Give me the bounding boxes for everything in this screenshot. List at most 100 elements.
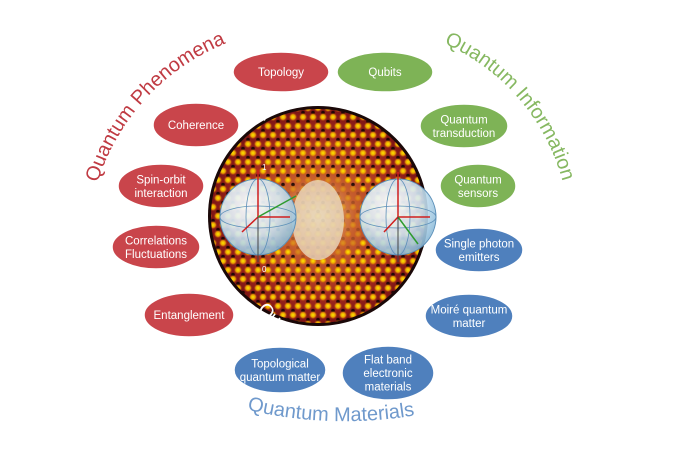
bloch-left-zero: 0 bbox=[262, 265, 267, 274]
lattice-dot bbox=[323, 109, 333, 113]
lattice-dot bbox=[243, 283, 253, 293]
lattice-dot bbox=[308, 310, 318, 320]
lattice-dot bbox=[338, 184, 348, 194]
lattice-dot bbox=[368, 166, 378, 176]
lattice-dot bbox=[211, 202, 218, 212]
lattice-dot bbox=[383, 283, 393, 293]
oval-shape bbox=[419, 103, 509, 149]
lattice-dot bbox=[293, 283, 303, 293]
oval-label: emitters bbox=[459, 252, 500, 264]
lattice-dot bbox=[363, 139, 373, 149]
lattice-dot bbox=[358, 238, 368, 248]
lattice-dot bbox=[398, 256, 408, 266]
lattice-dot bbox=[353, 175, 363, 185]
lattice-dot bbox=[343, 193, 353, 203]
lattice-dot bbox=[363, 157, 373, 167]
oval-entanglement: Entanglement bbox=[143, 292, 235, 338]
lattice-dot bbox=[253, 265, 263, 275]
lattice-dot bbox=[358, 148, 368, 158]
lattice-dot bbox=[348, 220, 358, 230]
lattice-dot bbox=[293, 139, 303, 149]
lattice-dot bbox=[383, 157, 393, 167]
lattice-dot bbox=[388, 166, 398, 176]
oval-shape bbox=[424, 293, 514, 339]
lattice-dot bbox=[363, 175, 373, 185]
lattice-dot bbox=[348, 166, 358, 176]
lattice-dot bbox=[343, 247, 353, 257]
lattice-dot bbox=[263, 283, 273, 293]
lattice-dot bbox=[308, 112, 318, 122]
lattice-dot bbox=[268, 166, 278, 176]
lattice-dot bbox=[368, 148, 378, 158]
lattice-dot bbox=[233, 157, 243, 167]
lattice-dot bbox=[358, 166, 368, 176]
lattice-dot bbox=[248, 256, 258, 266]
lattice-dot bbox=[363, 121, 373, 131]
lattice-dot bbox=[283, 157, 293, 167]
lattice-dot bbox=[348, 274, 358, 284]
bloch-left-one: 1 bbox=[262, 163, 267, 172]
lattice-dot bbox=[268, 256, 278, 266]
lattice-dot bbox=[223, 175, 233, 185]
lattice-dot bbox=[348, 202, 358, 212]
lattice-dot bbox=[318, 310, 328, 320]
lattice-dot bbox=[303, 139, 313, 149]
lattice-dot bbox=[313, 283, 323, 293]
lattice-dot bbox=[368, 256, 378, 266]
lattice-dot bbox=[328, 292, 338, 302]
lattice-dot bbox=[248, 148, 258, 158]
lattice-dot bbox=[348, 238, 358, 248]
lattice-dot bbox=[328, 256, 338, 266]
lattice-dot bbox=[313, 265, 323, 275]
oval-label: Entanglement bbox=[154, 310, 226, 322]
lattice-dot bbox=[333, 139, 343, 149]
lattice-dot bbox=[283, 121, 293, 131]
oval-shape bbox=[233, 346, 327, 394]
lattice-dot bbox=[373, 283, 383, 293]
oval-shape bbox=[143, 292, 235, 338]
lattice-dot bbox=[333, 301, 343, 311]
lattice-dark-dot bbox=[406, 281, 410, 286]
oval-label: matter bbox=[453, 318, 486, 330]
lattice-dot bbox=[288, 274, 298, 284]
lattice-dot bbox=[388, 148, 398, 158]
lattice-dot bbox=[298, 256, 308, 266]
lattice-dot bbox=[368, 292, 378, 302]
lattice-dot bbox=[273, 139, 283, 149]
lattice-dot bbox=[348, 256, 358, 266]
oval-shape bbox=[232, 51, 330, 93]
lattice-dot bbox=[288, 256, 298, 266]
lattice-dot bbox=[303, 157, 313, 167]
lattice-dot bbox=[258, 148, 268, 158]
lattice-dot bbox=[298, 130, 308, 140]
oval-shape bbox=[336, 51, 434, 93]
lattice-dot bbox=[228, 256, 238, 266]
lattice-dot bbox=[353, 157, 363, 167]
oval-topology: Topology bbox=[232, 51, 330, 93]
lattice-dot bbox=[318, 166, 328, 176]
lattice-dot bbox=[263, 139, 273, 149]
lattice-dark-dot bbox=[421, 254, 425, 259]
oval-label: electronic bbox=[363, 368, 412, 380]
lattice-dot bbox=[333, 265, 343, 275]
lattice-dot bbox=[243, 157, 253, 167]
lattice-dot bbox=[343, 211, 353, 221]
lattice-dot bbox=[358, 256, 368, 266]
lattice-dot bbox=[313, 121, 323, 131]
lattice-dot bbox=[393, 157, 403, 167]
lattice-dot bbox=[218, 238, 228, 248]
lattice-dot bbox=[253, 157, 263, 167]
lattice-dot bbox=[373, 265, 383, 275]
oval-label: materials bbox=[365, 382, 412, 394]
oval-label: Moiré quantum bbox=[431, 304, 508, 316]
lattice-dot bbox=[293, 301, 303, 311]
lattice-dot bbox=[378, 148, 388, 158]
lattice-dot bbox=[308, 292, 318, 302]
oval-shape bbox=[434, 227, 524, 273]
lattice-dot bbox=[273, 283, 283, 293]
lattice-dot bbox=[293, 157, 303, 167]
oval-label: quantum matter bbox=[240, 372, 321, 384]
